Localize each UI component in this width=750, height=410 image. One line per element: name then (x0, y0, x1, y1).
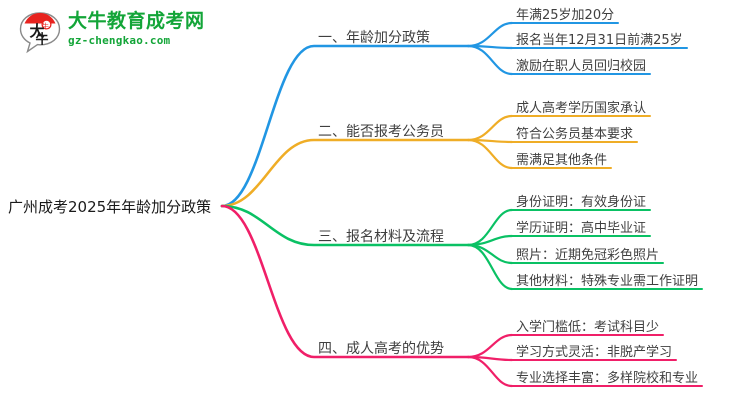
connector-line (466, 243, 514, 291)
connector-line (466, 234, 514, 247)
connector-line (466, 333, 514, 359)
mindmap-leaf[interactable]: 身份证明：有效身份证 (516, 195, 647, 210)
svg-text:牛: 牛 (35, 32, 48, 48)
logo-wordmark: 大牛教育成考网 gz-chengkao.com (68, 10, 205, 48)
mindmap-leaf[interactable]: 照片：近期免冠彩色照片 (516, 248, 660, 263)
mindmap-leaf[interactable]: 入学门槛低：考试科目少 (516, 320, 660, 335)
connector-line (466, 138, 514, 170)
connector-line (220, 44, 470, 208)
mindmap-branch-4[interactable]: 四、成人高考的优势 (318, 341, 444, 357)
svg-text:牛: 牛 (42, 21, 49, 30)
mindmap-leaf[interactable]: 学历证明：高中毕业证 (516, 221, 647, 236)
connector-line (466, 208, 514, 247)
mindmap-leaf[interactable]: 报名当年12月31日前满25岁 (516, 33, 683, 48)
logo-subtitle: gz-chengkao.com (68, 34, 171, 47)
mindmap-branch-1[interactable]: 一、年龄加分政策 (318, 30, 430, 46)
connector-line (466, 21, 514, 48)
mindmap-branch-3[interactable]: 三、报名材料及流程 (318, 229, 444, 245)
mindmap-leaf[interactable]: 激励在职人员回归校园 (516, 59, 647, 74)
connector-line (220, 138, 470, 208)
mindmap-leaf[interactable]: 成人高考学历国家承认 (516, 101, 647, 116)
connector-line (466, 44, 514, 76)
mindmap-leaf[interactable]: 其他材料：特殊专业需工作证明 (516, 274, 699, 289)
site-logo: 牛 大 牛 大牛教育成考网 gz-chengkao.com (16, 8, 246, 56)
connector-line (466, 355, 514, 388)
mindmap-branch-2[interactable]: 二、能否报考公务员 (318, 124, 444, 140)
logo-title: 大牛教育成考网 (68, 10, 205, 32)
mindmap-root-node[interactable]: 广州成考2025年年龄加分政策 (8, 198, 212, 216)
svg-text:大: 大 (29, 22, 44, 40)
mindmap-leaf[interactable]: 符合公务员基本要求 (516, 127, 634, 142)
connector-line (220, 204, 470, 359)
mindmap-leaf[interactable]: 年满25岁加20分 (516, 8, 615, 23)
mindmap-leaf[interactable]: 需满足其他条件 (516, 153, 608, 168)
mindmap-leaf[interactable]: 学习方式灵活：非脱产学习 (516, 345, 673, 360)
connector-line (220, 204, 470, 247)
connector-line (466, 114, 514, 142)
mindmap-leaf[interactable]: 专业选择丰富：多样院校和专业 (516, 371, 699, 386)
bull-speech-bubble-icon: 牛 大 牛 (19, 12, 61, 54)
